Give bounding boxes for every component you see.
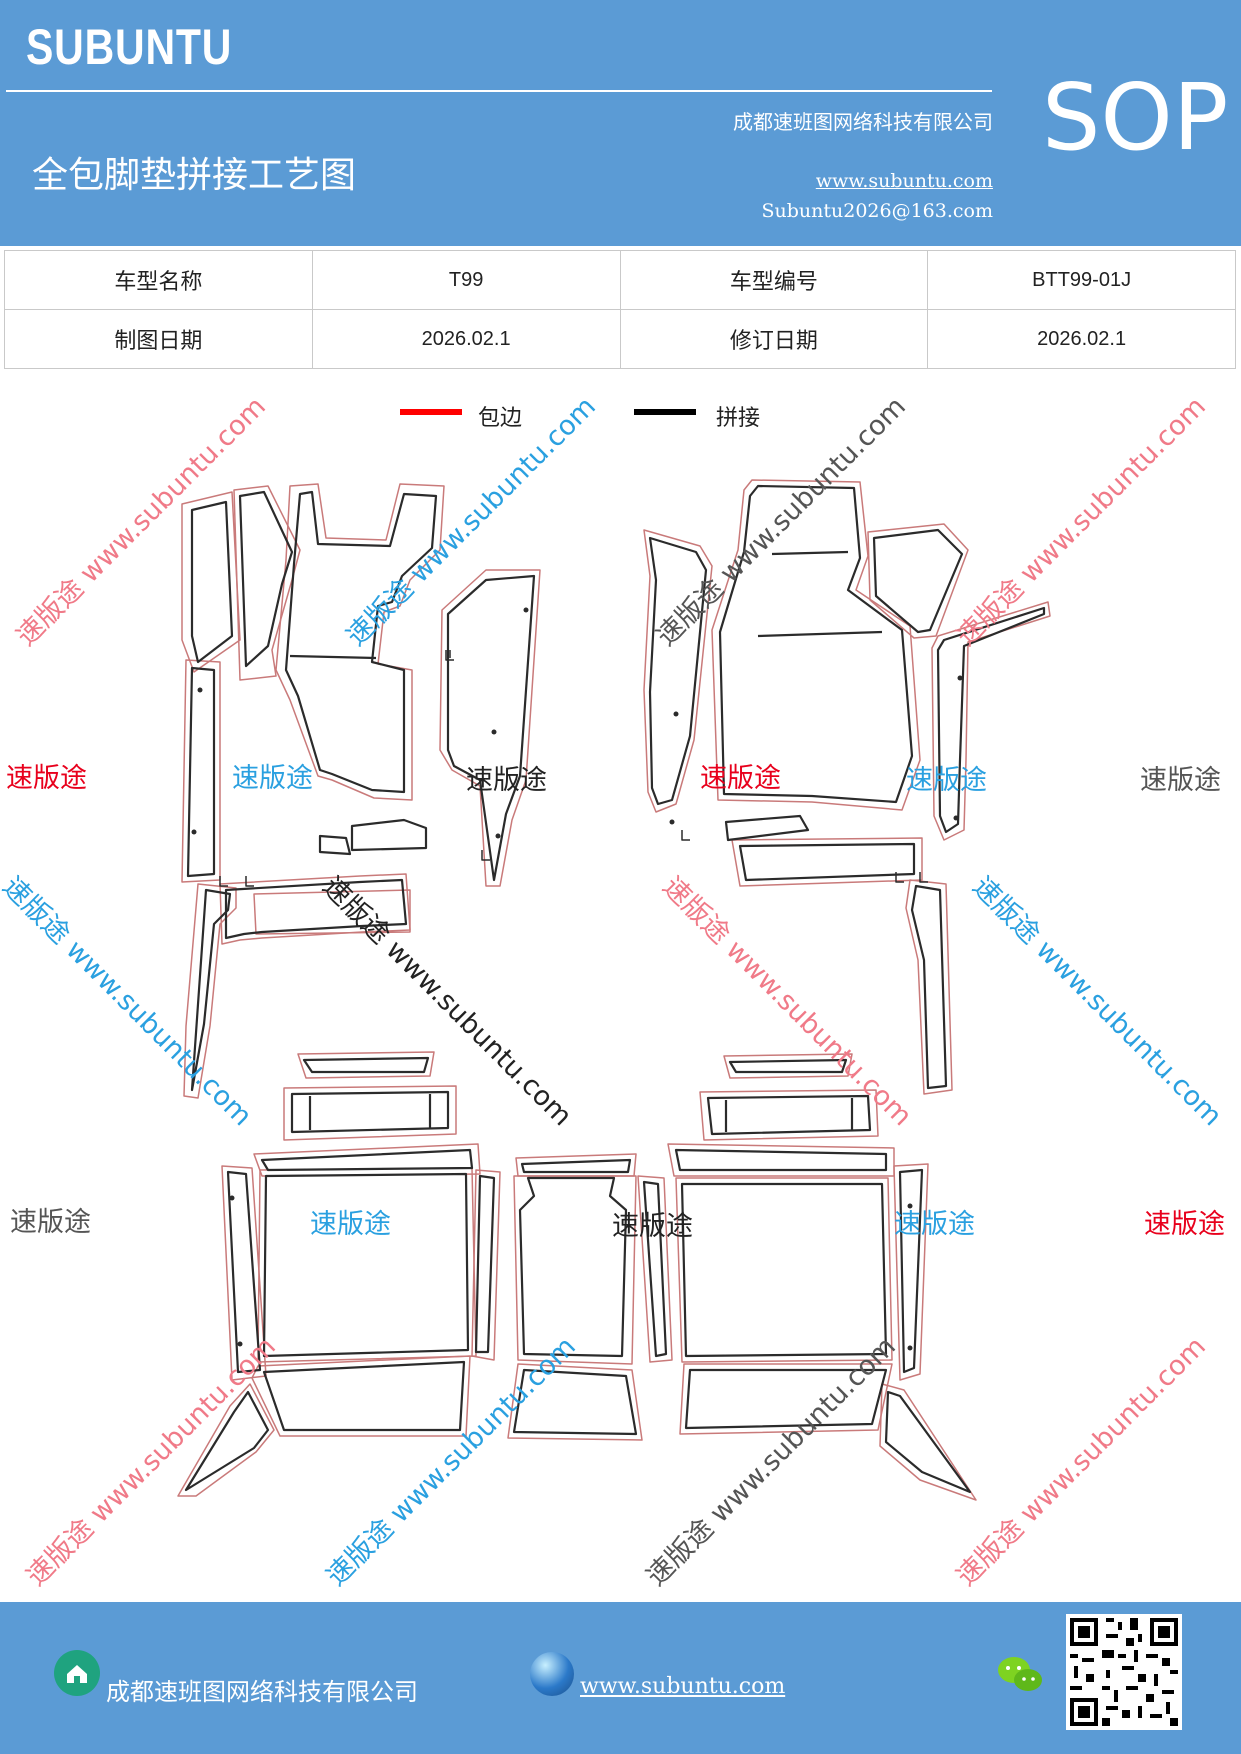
document-title: 全包脚垫拼接工艺图 <box>32 155 357 196</box>
model-code-label: 车型编号 <box>619 250 929 310</box>
watermark-brand: 速版途 <box>1140 765 1221 796</box>
qr-code <box>1066 1614 1182 1730</box>
company-name: 成都速班图网络科技有限公司 <box>733 110 993 134</box>
model-name-value: T99 <box>311 250 621 310</box>
watermark-brand: 速版途 <box>10 1207 91 1238</box>
model-code-value: BTT99-01J <box>927 250 1236 310</box>
footer-website-link[interactable]: www.subuntu.com <box>580 1674 786 1699</box>
legend-edge-swatch <box>400 409 462 415</box>
legend-edge-label: 包边 <box>478 406 523 431</box>
model-name-label: 车型名称 <box>4 250 313 310</box>
email-address: Subuntu2026@163.com <box>761 200 993 222</box>
brand-logo: SUBUNTU <box>26 19 233 75</box>
floor-mat-pattern-drawing <box>177 479 1051 1501</box>
legend-join-label: 拼接 <box>716 406 761 431</box>
sop-badge: SOP <box>1042 64 1229 171</box>
watermark-brand: 速版途 <box>906 765 987 796</box>
legend-join-swatch <box>634 409 696 415</box>
header-divider <box>6 90 992 92</box>
revise-date-label: 修订日期 <box>619 309 929 369</box>
draw-date-label: 制图日期 <box>4 309 313 369</box>
watermark-brand: 速版途 <box>894 1209 975 1240</box>
table-row: 制图日期 2026.02.1 修订日期 2026.02.1 <box>4 309 1236 369</box>
home-icon <box>54 1650 100 1696</box>
info-table: 车型名称 T99 车型编号 BTT99-01J 制图日期 2026.02.1 修… <box>4 250 1236 369</box>
globe-icon <box>530 1652 574 1696</box>
footer-company-name: 成都速班图网络科技有限公司 <box>106 1678 418 1706</box>
revise-date-value: 2026.02.1 <box>927 309 1236 369</box>
watermark-brand: 速版途 <box>232 763 313 794</box>
header-banner: SUBUNTU 全包脚垫拼接工艺图 成都速班图网络科技有限公司 www.subu… <box>0 0 1241 246</box>
watermark-brand: 速版途 <box>310 1209 391 1240</box>
table-row: 车型名称 T99 车型编号 BTT99-01J <box>4 250 1236 310</box>
watermark-brand: 速版途 <box>1144 1209 1225 1240</box>
watermark-brand: 速版途 <box>6 763 87 794</box>
wechat-icon <box>996 1654 1044 1696</box>
watermark-brand: 速版途 <box>700 763 781 794</box>
website-link[interactable]: www.subuntu.com <box>815 170 993 192</box>
mat-piece-edge <box>181 491 241 673</box>
watermark-brand: 速版途 <box>466 765 547 796</box>
footer-banner: 成都速班图网络科技有限公司 www.subuntu.com <box>0 1602 1241 1754</box>
draw-date-value: 2026.02.1 <box>311 309 621 369</box>
watermark-brand: 速版途 <box>612 1211 693 1242</box>
